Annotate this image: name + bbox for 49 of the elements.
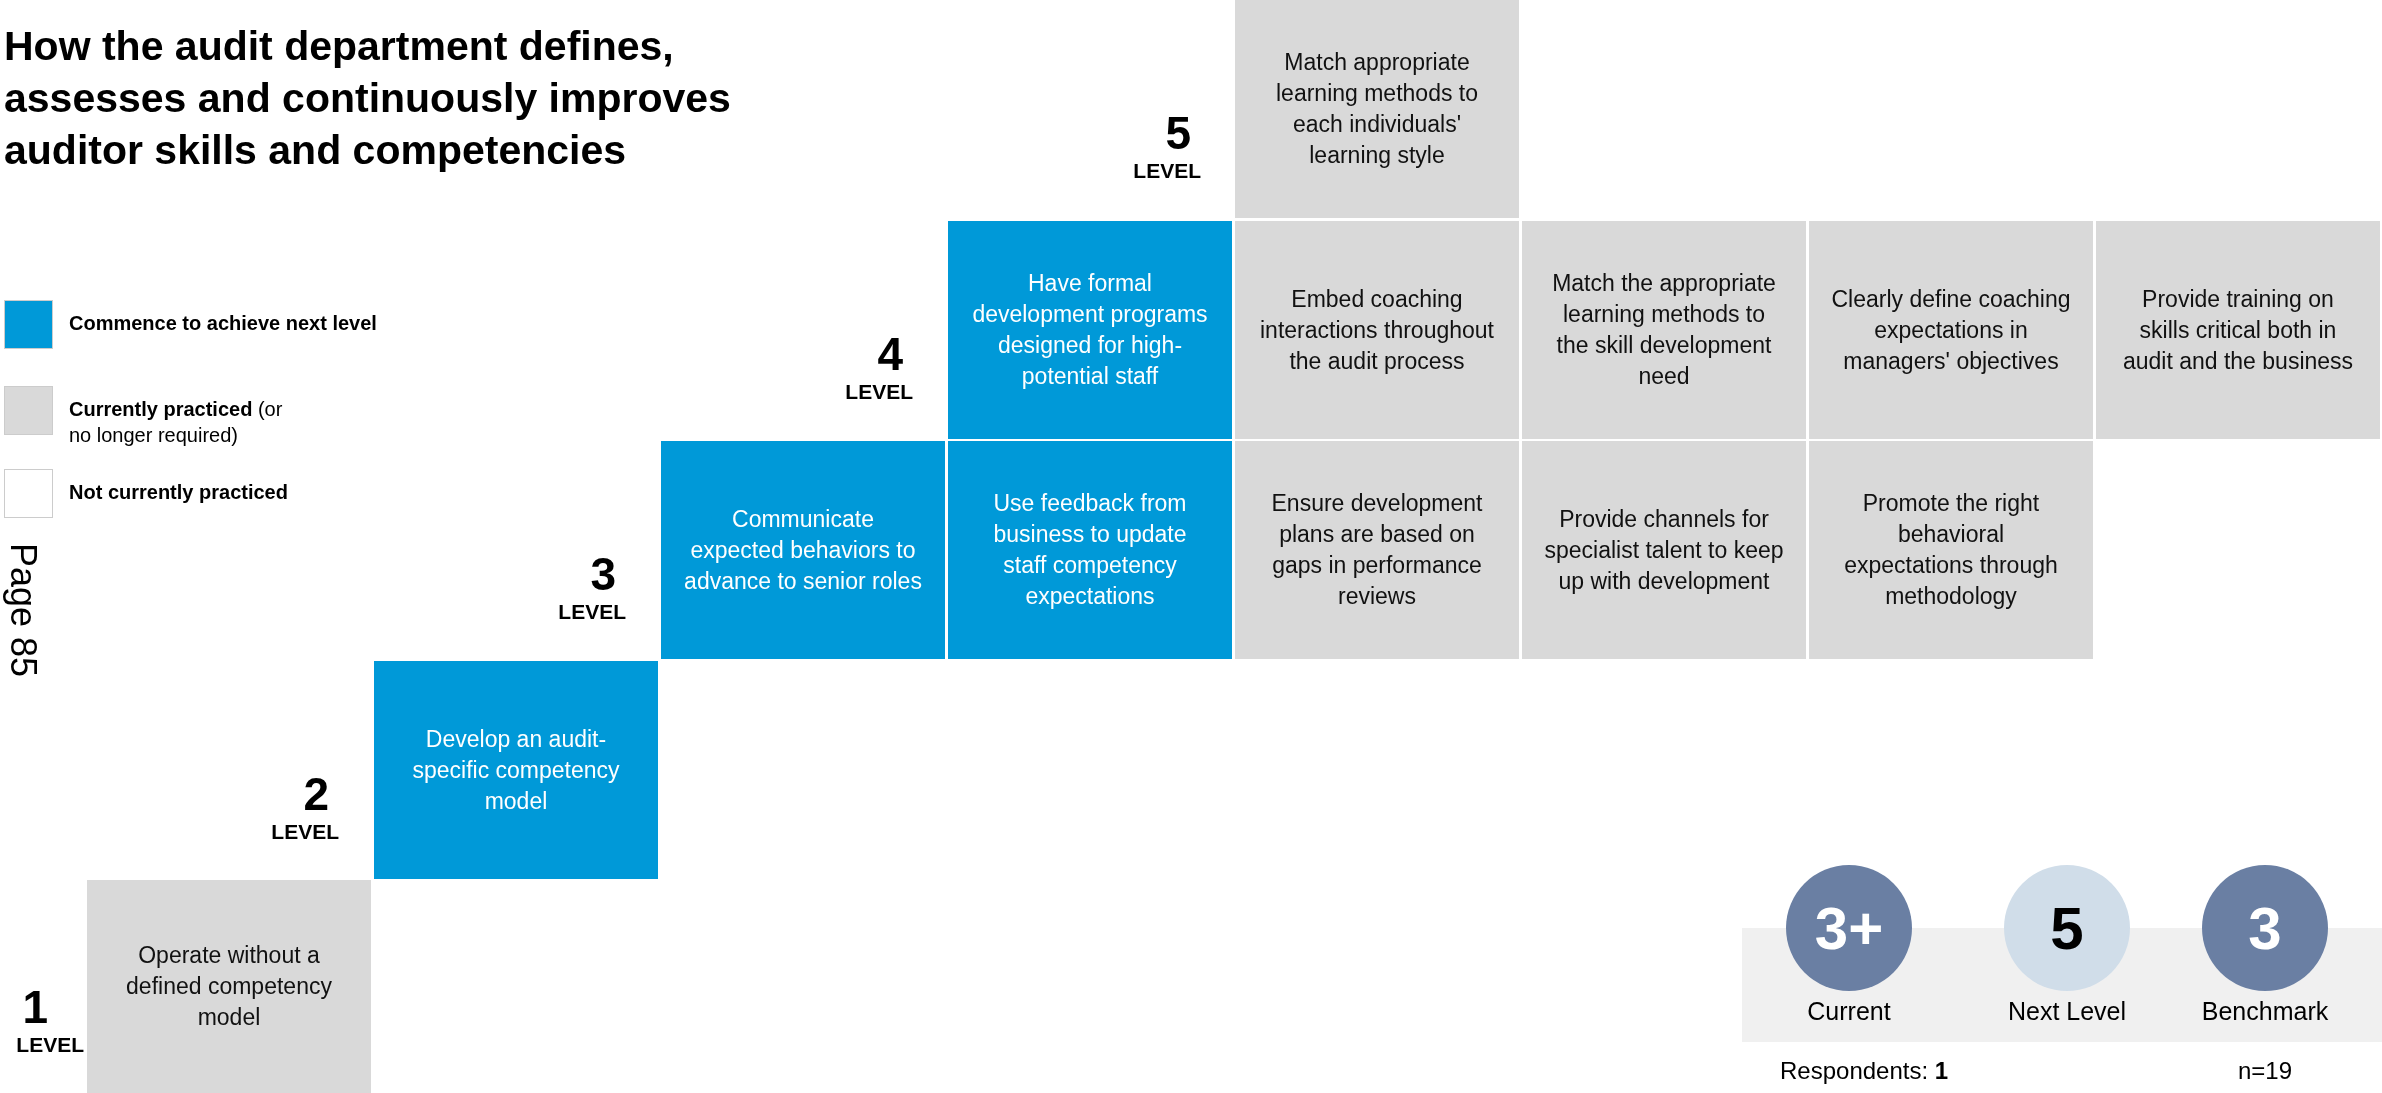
step-text: Communicate expected behaviors to advance to senior roles bbox=[683, 504, 923, 596]
legend-text: Commence to achieve next level bbox=[69, 311, 378, 336]
step-box bbox=[2096, 221, 2380, 439]
level-word: LEVEL bbox=[844, 381, 913, 403]
step-text: Embed coaching interactions throughout the audit process bbox=[1259, 284, 1495, 376]
sample-size: n=19 bbox=[2236, 1056, 2294, 1086]
step-text: Provide channels for specialist talent to keep up with development bbox=[1544, 504, 1784, 596]
step-box bbox=[1235, 0, 1519, 218]
step-box bbox=[1235, 221, 1519, 439]
level-number: 2 bbox=[302, 771, 329, 817]
respondents-note: Respondents: 1 bbox=[1780, 1056, 1949, 1086]
step-text: Ensure development plans are based on gaps in performance reviews bbox=[1270, 489, 1484, 611]
level-number: 1 bbox=[21, 984, 48, 1030]
legend-text: Not currently practiced bbox=[69, 480, 289, 505]
step-text: Clearly define coaching expectations in managers' objectives bbox=[1831, 284, 2071, 376]
step-text: Use feedback from business to update staff competency expectations bbox=[992, 489, 1188, 611]
step-text: Promote the right behavioral expectations through methodology bbox=[1843, 489, 2059, 611]
step-box bbox=[1235, 441, 1519, 659]
step-box bbox=[1522, 441, 1806, 659]
step-box bbox=[374, 661, 658, 879]
legend-text: Currently practiced (or no longer required) bbox=[69, 397, 284, 448]
level-word: LEVEL bbox=[15, 1034, 84, 1056]
level-number: 4 bbox=[876, 331, 903, 377]
score-caption: Next Level bbox=[2006, 996, 2128, 1026]
step-text: Develop an audit-specific competency model bbox=[411, 724, 621, 816]
score-caption: Current bbox=[1806, 996, 1892, 1026]
page-number: Page 85 bbox=[3, 541, 43, 680]
step-text: Match appropriate learning methods to each individuals' learning style bbox=[1275, 48, 1479, 170]
score-value: 3+ bbox=[1814, 893, 1884, 963]
level-number: 5 bbox=[1164, 110, 1191, 156]
level-number: 3 bbox=[589, 551, 616, 597]
step-text: Operate without a defined competency model bbox=[125, 941, 333, 1032]
title: How the audit department defines, assesses and continuously improves auditor skills and competencies bbox=[4, 22, 732, 175]
step-box bbox=[948, 441, 1232, 659]
level-word: LEVEL bbox=[557, 601, 626, 623]
score-value: 5 bbox=[2050, 893, 2084, 963]
step-box bbox=[87, 880, 371, 1093]
step-box bbox=[1809, 441, 2093, 659]
step-box bbox=[1809, 221, 2093, 439]
step-text: Have formal development programs designed for high-potential staff bbox=[971, 269, 1209, 391]
level-word: LEVEL bbox=[1132, 160, 1201, 182]
level-word: LEVEL bbox=[270, 821, 339, 843]
score-caption: Benchmark bbox=[2200, 996, 2330, 1026]
score-value: 3 bbox=[2248, 893, 2282, 963]
step-box bbox=[948, 221, 1232, 439]
step-box bbox=[1522, 221, 1806, 439]
step-box bbox=[661, 441, 945, 659]
step-text: Match the appropriate learning methods to the skill development need bbox=[1551, 269, 1777, 391]
step-text: Provide training on skills critical both in audit and the business bbox=[2121, 284, 2355, 376]
